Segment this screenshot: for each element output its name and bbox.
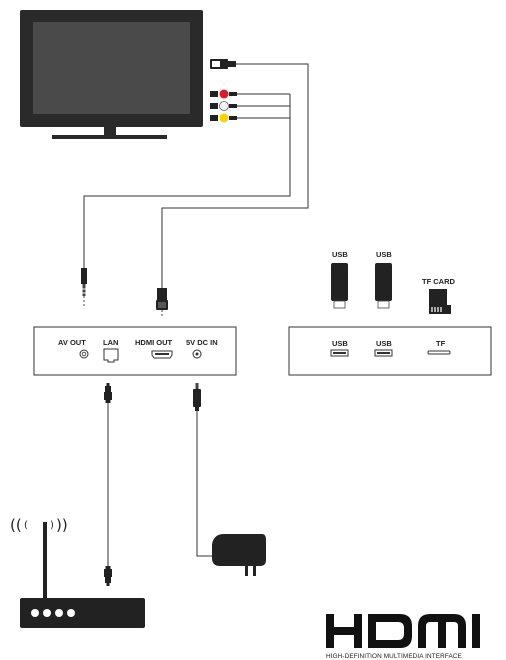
tf-port-label: TF [436,339,446,348]
rca-plugs-icon [210,89,237,123]
hdmi-out-label: HDMI OUT [135,338,172,347]
hdmi-port-icon [151,350,173,359]
lan-plug-bottom-icon [104,566,112,586]
rca-cable [83,93,291,268]
lan-plug-top-icon [104,383,112,403]
av-out-label: AV OUT [58,338,86,347]
rca-red-icon [219,89,229,99]
router-icon: (( ( ) )) [10,516,145,628]
av-jack-plug-icon [81,268,87,308]
side-panel-box [288,326,492,376]
dc-plug-icon [193,383,201,411]
dc-in-port-icon [192,349,202,359]
hdmi-logo: HIGH-DEFINITION MULTIMEDIA INTERFACE [326,614,480,660]
lan-label: LAN [103,338,118,347]
rca-white-icon [219,101,229,111]
usb-port-label-2: USB [376,339,392,348]
tf-slot-icon [427,350,451,355]
hdmi-tagline: HIGH-DEFINITION MULTIMEDIA INTERFACE [326,653,462,660]
dc-in-label: 5V DC IN [186,338,218,347]
tf-card-icon [429,289,451,314]
svg-text:): ) [50,520,54,531]
svg-text:((: (( [10,516,22,534]
hdmi-plug-player-icon [156,288,168,318]
av-out-port-icon [79,349,89,359]
usb-port-label-1: USB [332,339,348,348]
usb-port-icon [374,349,393,357]
usb-drive-label-2: USB [376,250,392,259]
rca-yellow-icon [219,113,229,123]
tf-card-label: TF CARD [422,277,455,286]
usb-drive-icon [331,263,348,309]
hdmi-cable [161,63,309,288]
tv-icon [20,10,203,139]
power-adapter-icon [212,534,266,576]
hdmi-plug-icon [210,59,236,69]
lan-port-icon [103,348,119,363]
power-cable [196,411,212,557]
usb-port-icon [330,349,349,357]
svg-text:)): )) [56,516,68,534]
usb-drive-label-1: USB [332,250,348,259]
player-box [33,326,237,376]
svg-text:(: ( [24,520,28,531]
usb-drive-icon [375,263,392,309]
